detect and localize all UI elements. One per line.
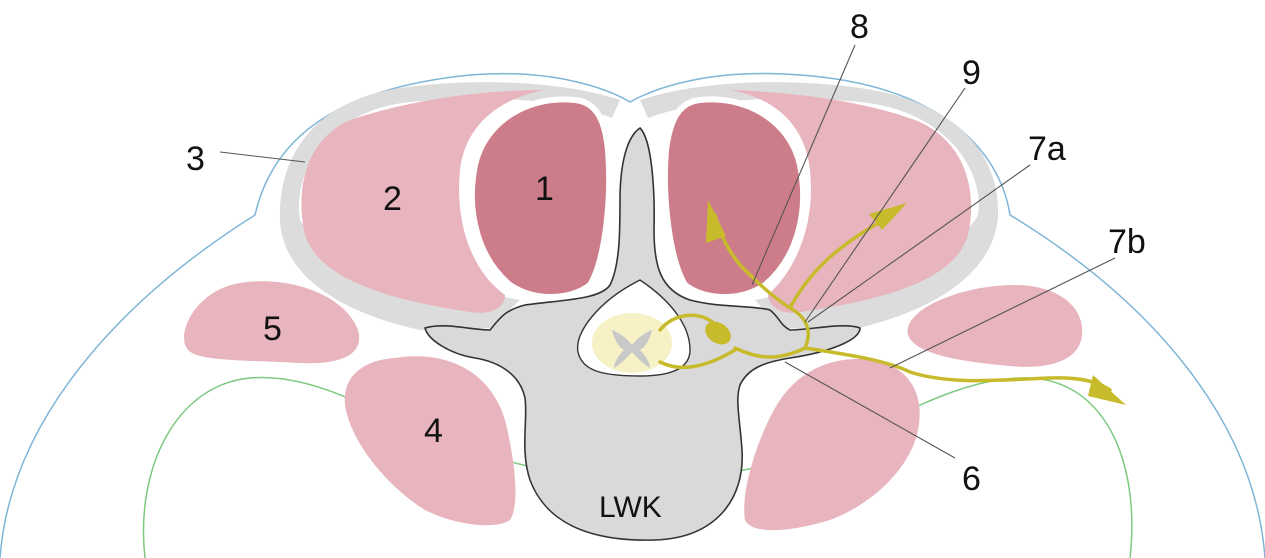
label-8: 8 [850,8,869,46]
label-2: 2 [383,180,402,218]
label-4: 4 [424,412,443,450]
label-9: 9 [962,54,981,92]
spinal-cord [592,313,672,373]
label-lwk: LWK [599,491,662,524]
label-3: 3 [186,140,205,178]
leader-3 [220,152,305,162]
arrowhead-ventral-branch [1088,375,1126,405]
label-6: 6 [962,460,981,498]
muscle-4-right [744,359,919,530]
label-7a: 7a [1028,130,1066,168]
muscle-1-right [665,99,803,297]
label-1: 1 [535,170,554,208]
label-5: 5 [263,310,282,348]
label-7b: 7b [1108,223,1146,261]
